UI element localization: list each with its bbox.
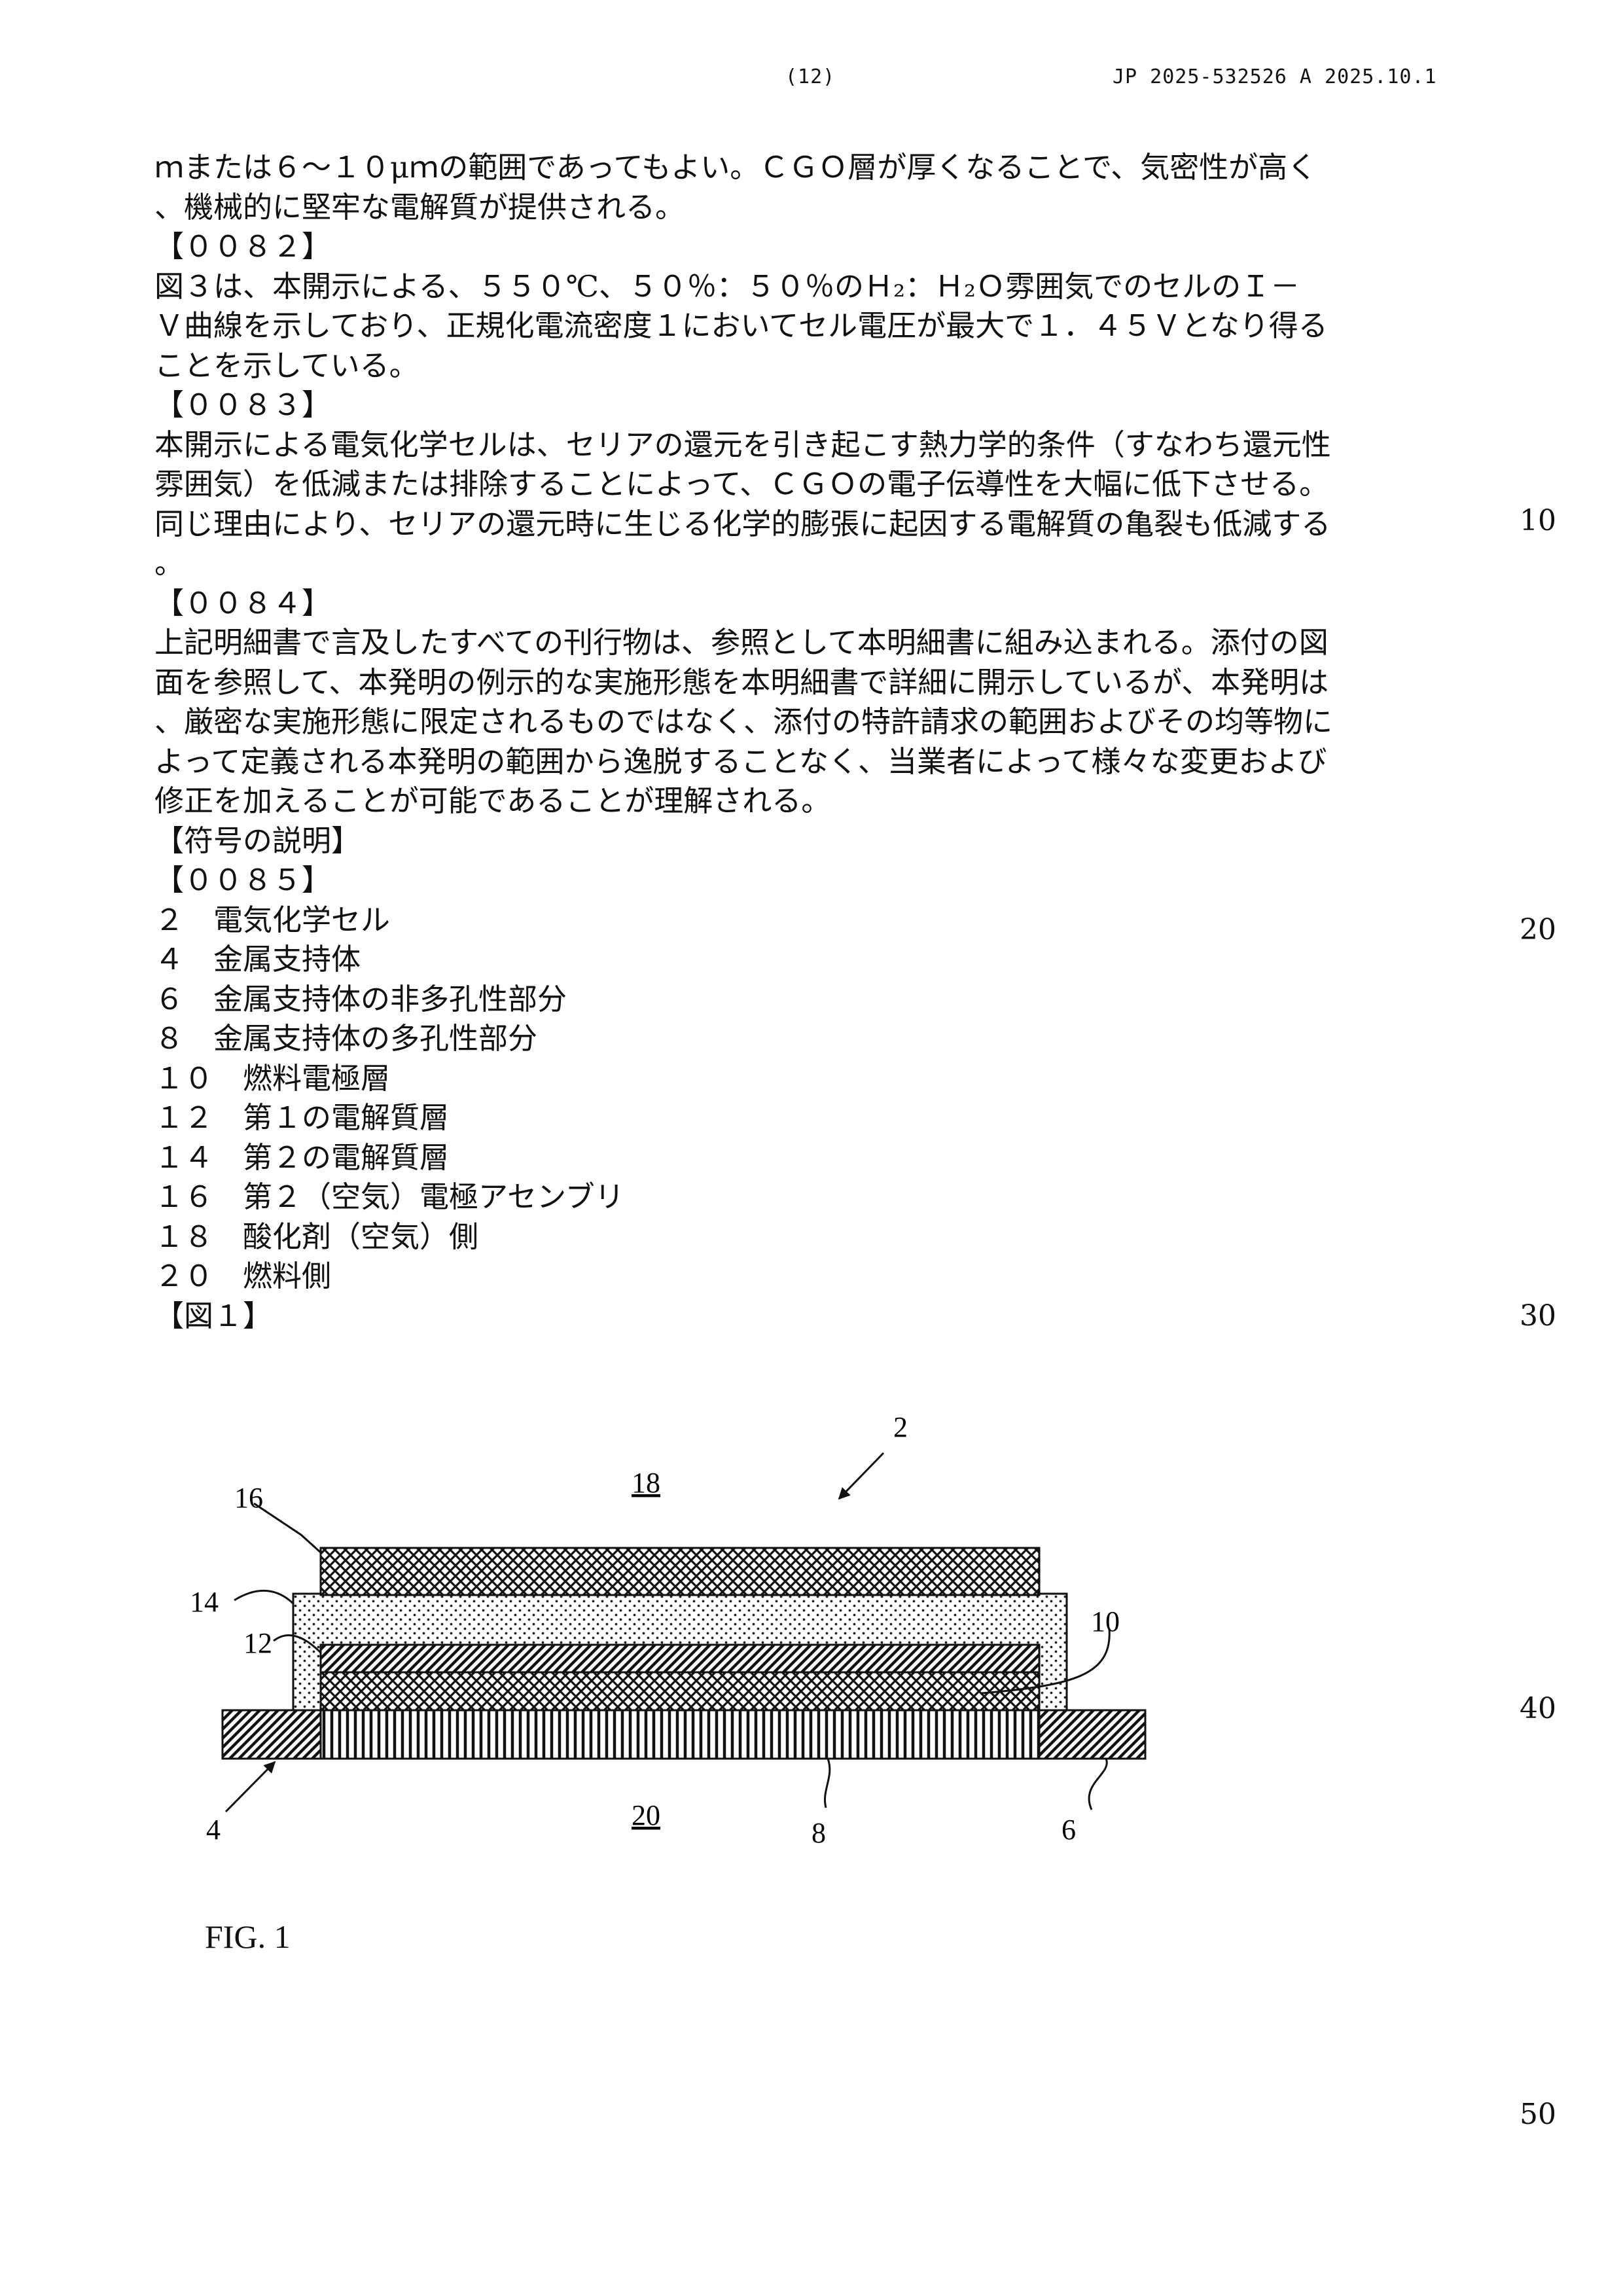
figure-caption: FIG. 1 xyxy=(205,1918,291,1956)
label-18: 18 xyxy=(632,1467,660,1499)
label-8: 8 xyxy=(812,1817,826,1849)
fuel-electrode-layer-10 xyxy=(321,1672,1039,1710)
arrow-2 xyxy=(839,1453,883,1499)
leader-16 xyxy=(254,1503,321,1552)
metal-support-nonporous-left xyxy=(223,1710,321,1759)
electrolyte-layer-12 xyxy=(321,1645,1039,1672)
label-14: 14 xyxy=(190,1586,219,1618)
leader-8 xyxy=(825,1759,829,1808)
arrow-4 xyxy=(226,1762,275,1812)
leader-14 xyxy=(234,1590,293,1604)
metal-support-nonporous-right xyxy=(1039,1710,1145,1759)
label-2: 2 xyxy=(893,1411,908,1443)
label-12: 12 xyxy=(243,1627,272,1659)
label-16: 16 xyxy=(234,1482,263,1514)
label-10: 10 xyxy=(1091,1605,1120,1638)
label-6: 6 xyxy=(1061,1814,1076,1846)
air-electrode-16 xyxy=(321,1548,1039,1595)
label-20: 20 xyxy=(632,1799,660,1831)
metal-support-porous-8 xyxy=(321,1710,1039,1759)
label-4: 4 xyxy=(206,1814,221,1846)
leader-6 xyxy=(1089,1759,1107,1810)
